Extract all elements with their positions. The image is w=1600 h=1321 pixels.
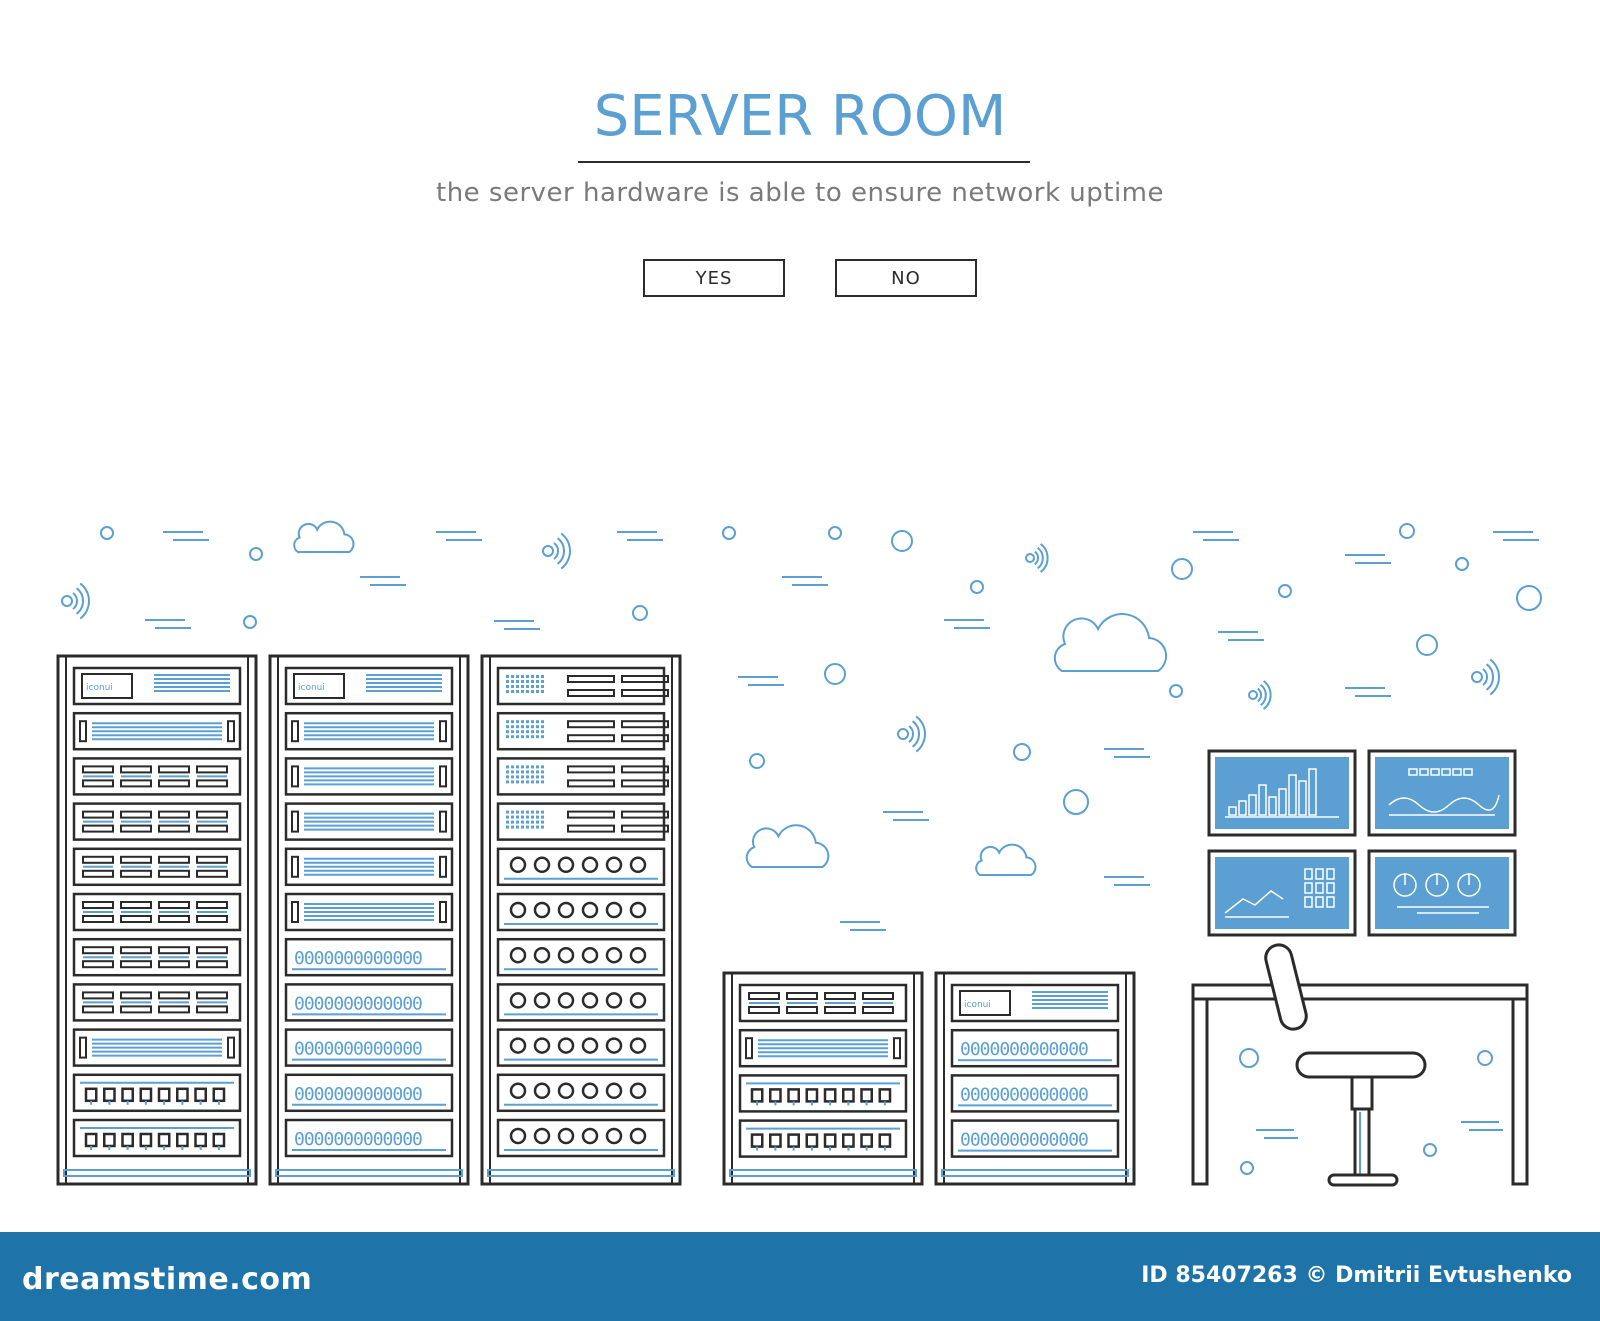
rack-unit bbox=[738, 1074, 908, 1113]
dash-lines bbox=[163, 531, 209, 541]
monitor-screen bbox=[1215, 757, 1349, 829]
bubble-icon bbox=[970, 580, 984, 594]
bubble-icon bbox=[100, 526, 114, 540]
bubble-icon bbox=[249, 547, 263, 561]
server-rack-icon: iconui 0000000000000 0000000000000 00000000… bbox=[934, 971, 1136, 1186]
bubble-icon bbox=[632, 605, 648, 621]
dash-lines bbox=[617, 531, 663, 541]
dash-lines bbox=[1493, 531, 1539, 541]
dash-lines bbox=[883, 811, 929, 821]
image-credit: ID 85407263 © Dmitrii Evtushenko bbox=[1141, 1263, 1572, 1288]
server-rack-icon bbox=[480, 654, 682, 1186]
monitor-icon bbox=[1367, 749, 1517, 837]
unit-readout: 0000000000000 bbox=[960, 1039, 1088, 1060]
dash-lines bbox=[1218, 631, 1264, 641]
bubble-icon bbox=[1063, 789, 1089, 815]
unit-label: iconui bbox=[86, 683, 113, 693]
monitor-icon bbox=[1207, 849, 1357, 937]
rack-unit bbox=[738, 1119, 908, 1158]
dash-lines bbox=[944, 619, 990, 629]
wifi-icon bbox=[897, 715, 926, 753]
dash-lines bbox=[1345, 554, 1391, 564]
page-title: SERVER ROOM bbox=[593, 84, 1007, 149]
wifi-icon bbox=[1025, 543, 1049, 573]
dash-lines bbox=[436, 531, 482, 541]
unit-readout: 0000000000000 bbox=[960, 1084, 1088, 1105]
unit-readout: 0000000000000 bbox=[960, 1130, 1088, 1151]
wifi-icon bbox=[542, 532, 571, 570]
page-subtitle: the server hardware is able to ensure ne… bbox=[436, 178, 1164, 208]
wifi-icon bbox=[1248, 680, 1272, 710]
bubble-icon bbox=[891, 530, 913, 552]
unit-readout: 0000000000000 bbox=[294, 1129, 422, 1150]
bubble-icon bbox=[824, 663, 846, 685]
rack-unit bbox=[496, 757, 666, 796]
server-rack-icon bbox=[722, 971, 924, 1186]
dash-lines bbox=[360, 576, 406, 586]
rack-unit bbox=[496, 711, 666, 751]
dash-lines bbox=[1104, 748, 1150, 758]
bubble-icon bbox=[722, 526, 736, 540]
rack-unit bbox=[496, 666, 666, 706]
dash-lines bbox=[494, 620, 540, 630]
bubble-icon bbox=[1240, 1161, 1254, 1175]
unit-label: iconui bbox=[298, 683, 325, 693]
office-chair-icon bbox=[1264, 943, 1427, 1187]
brand-logo[interactable]: dreamstime.com bbox=[22, 1262, 313, 1297]
cloud-icon bbox=[1053, 613, 1168, 672]
server-room-illustration: iconui iconui 0000000000000 0000000000000 00… bbox=[56, 520, 1542, 1187]
monitor-icon bbox=[1207, 749, 1357, 837]
bubble-icon bbox=[1278, 584, 1292, 598]
cloud-icon bbox=[745, 824, 830, 868]
server-rack-icon: iconui bbox=[56, 654, 258, 1186]
unit-readout: 0000000000000 bbox=[294, 1084, 422, 1105]
dash-lines bbox=[840, 921, 886, 931]
unit-readout: 0000000000000 bbox=[294, 948, 422, 969]
dash-lines bbox=[145, 619, 191, 629]
footer-bar bbox=[0, 1232, 1600, 1321]
cloud-icon bbox=[293, 520, 355, 553]
bubble-icon bbox=[1477, 1050, 1493, 1066]
monitor-icon bbox=[1367, 849, 1517, 937]
bubble-icon bbox=[1416, 634, 1438, 656]
background-decorations bbox=[61, 520, 1542, 931]
dash-lines bbox=[1193, 531, 1239, 541]
server-racks: iconui iconui 0000000000000 0000000000000 00… bbox=[56, 654, 1136, 1186]
bubble-icon bbox=[1239, 1048, 1259, 1068]
unit-readout: 0000000000000 bbox=[294, 993, 422, 1014]
server-rack-icon: iconui 0000000000000 0000000000000 00000000… bbox=[268, 654, 470, 1186]
rack-unit bbox=[72, 1073, 242, 1113]
bubble-icon bbox=[828, 526, 842, 540]
workstation bbox=[1191, 749, 1529, 1187]
bubble-icon bbox=[1455, 557, 1469, 571]
yes-button[interactable]: YES bbox=[643, 259, 785, 297]
wifi-icon bbox=[1471, 658, 1500, 696]
monitor-screen bbox=[1375, 857, 1509, 929]
bubble-icon bbox=[1516, 585, 1542, 611]
cloud-icon bbox=[975, 843, 1037, 876]
no-button[interactable]: NO bbox=[835, 259, 977, 297]
bubble-icon bbox=[749, 753, 765, 769]
bubble-icon bbox=[1169, 684, 1183, 698]
bubble-icon bbox=[1013, 743, 1031, 761]
rack-unit bbox=[496, 802, 666, 841]
bubble-icon bbox=[1423, 1143, 1437, 1157]
monitor-screen bbox=[1375, 757, 1509, 829]
bubble-icon bbox=[243, 615, 257, 629]
dash-lines bbox=[782, 576, 828, 586]
bubble-icon bbox=[1171, 558, 1193, 580]
dash-lines bbox=[1345, 687, 1391, 697]
title-divider bbox=[578, 161, 1030, 163]
rack-unit bbox=[72, 1118, 242, 1158]
dash-lines bbox=[738, 676, 784, 686]
dash-lines bbox=[1104, 876, 1150, 886]
unit-readout: 0000000000000 bbox=[294, 1039, 422, 1060]
wifi-icon bbox=[61, 582, 90, 620]
unit-label: iconui bbox=[964, 1000, 991, 1010]
bubble-icon bbox=[1399, 523, 1415, 539]
